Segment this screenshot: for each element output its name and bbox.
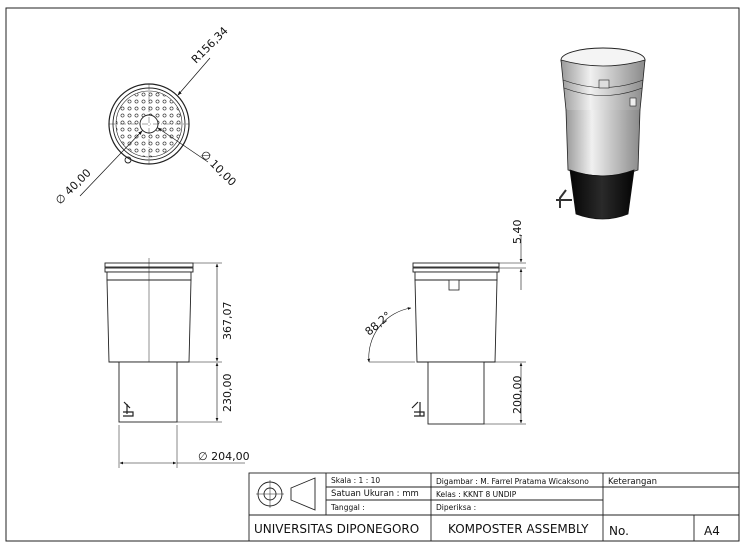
- dim-top-height: 367,07: [221, 302, 234, 341]
- title-scale: Skala : 1 : 10: [331, 476, 380, 485]
- dim-dia-small: ∅ 10,00: [198, 148, 239, 189]
- title-university: UNIVERSITAS DIPONEGORO: [254, 522, 419, 536]
- title-date: Tanggal :: [330, 503, 365, 512]
- front-view-left: [104, 258, 245, 468]
- isometric-view: [556, 47, 646, 220]
- front-view-right: [367, 236, 526, 425]
- dim-right-bottom-height: 200,00: [511, 376, 524, 415]
- dim-angle: 88,2°: [363, 309, 394, 338]
- dim-base-width: ∅ 204,00: [198, 450, 250, 463]
- title-drawing-title: KOMPOSTER ASSEMBLY: [448, 522, 589, 536]
- top-view: [79, 57, 211, 197]
- title-unit: Satuan Ukuran : mm: [331, 489, 419, 499]
- projection-symbol: [256, 477, 316, 511]
- dim-bottom-height: 230,00: [221, 374, 234, 413]
- dim-rim-height: 5,40: [511, 220, 524, 245]
- dim-dia-large: ∅ 40,00: [53, 166, 94, 207]
- title-class: Kelas : KKNT 8 UNDIP: [436, 490, 517, 499]
- title-drawn-by: Digambar : M. Farrel Pratama Wicaksono: [436, 477, 589, 486]
- dim-radius: R156,34: [189, 24, 231, 66]
- title-checked: Diperiksa :: [436, 503, 476, 512]
- title-number: No.: [609, 524, 629, 538]
- title-paper-size: A4: [704, 524, 720, 538]
- title-notes: Keterangan: [608, 477, 657, 487]
- title-block: [248, 472, 740, 542]
